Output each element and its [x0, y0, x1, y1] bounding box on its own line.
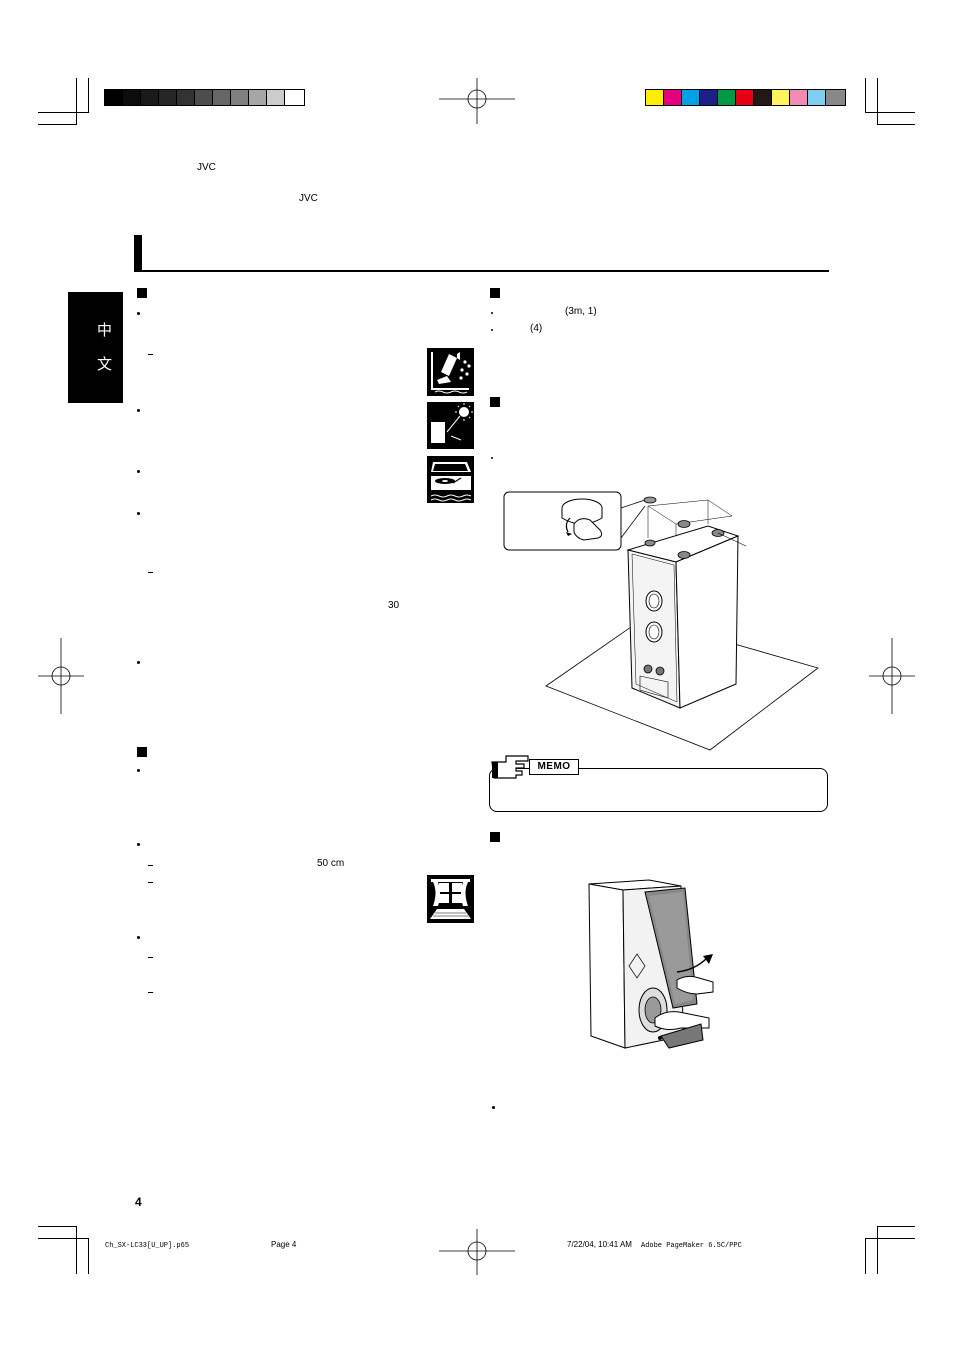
crop-mark-icon [865, 78, 866, 112]
bullet [137, 512, 140, 515]
splash-warning-icon [427, 348, 474, 396]
section-square [490, 397, 500, 407]
bullet [137, 769, 140, 772]
bullet [137, 470, 140, 473]
crop-mark-icon [865, 1238, 866, 1274]
gray-swatch [230, 89, 249, 106]
page-number: 4 [135, 1195, 142, 1209]
dash [148, 882, 153, 883]
crop-mark-icon [877, 1226, 915, 1227]
section-square [490, 288, 500, 298]
language-tab-char: 文 [97, 355, 113, 373]
small-bullet [491, 329, 493, 331]
bullet [137, 661, 140, 664]
grille-removal-illustration [588, 879, 714, 1049]
note-number: 30 [388, 600, 400, 611]
crop-mark-icon [76, 1226, 77, 1274]
color-swatch [663, 89, 682, 106]
footer-application: Adobe PageMaker 6.5C/PPC [641, 1242, 742, 1250]
crop-mark-icon [865, 112, 915, 113]
note-cable: (3m, 1) [565, 306, 597, 317]
note-distance: 50 cm [317, 858, 345, 869]
memo-box [489, 768, 828, 812]
color-swatch [645, 89, 664, 106]
pointing-hand-icon [491, 755, 529, 779]
crop-mark-icon [88, 78, 89, 112]
footer-file-name: Ch_SX-LC33[U_UP].p65 [105, 1242, 190, 1250]
gray-swatch [122, 89, 141, 106]
dash [148, 957, 153, 958]
sunlight-warning-icon [427, 402, 474, 449]
turntable-warning-icon [427, 456, 474, 503]
brand-text: JVC [197, 162, 216, 173]
registration-mark-icon [439, 78, 515, 124]
gray-swatch [104, 89, 123, 106]
bullet [137, 936, 140, 939]
brand-text: JVC [299, 193, 318, 204]
gray-swatch [284, 89, 305, 106]
crop-mark-icon [38, 1226, 76, 1227]
window-curtain-icon [427, 875, 474, 923]
color-swatch [825, 89, 846, 106]
crop-mark-icon [38, 112, 89, 113]
small-bullet [491, 312, 493, 314]
color-swatch [807, 89, 826, 106]
crop-mark-icon [38, 124, 76, 125]
dash [148, 572, 153, 573]
footer-timestamp: 7/22/04, 10:41 AM [567, 1240, 632, 1249]
crop-mark-icon [88, 1238, 89, 1274]
language-tab: 中 文 [68, 292, 123, 403]
bullet [137, 312, 140, 315]
registration-mark-icon [439, 1229, 515, 1275]
gray-swatch [194, 89, 213, 106]
crop-mark-icon [877, 78, 878, 125]
gray-swatch [158, 89, 177, 106]
color-swatch [735, 89, 754, 106]
crop-mark-icon [877, 1226, 878, 1274]
dash [148, 354, 153, 355]
memo-label: MEMO [529, 759, 579, 775]
registration-mark-icon [869, 638, 915, 714]
note-count: (4) [530, 323, 543, 334]
color-swatch [753, 89, 772, 106]
section-square [137, 288, 147, 298]
section-title-rule [134, 270, 829, 272]
dash [148, 865, 153, 866]
color-swatch [717, 89, 736, 106]
bullet [492, 1106, 495, 1109]
crop-mark-icon [865, 1238, 915, 1239]
section-square [137, 747, 147, 757]
registration-mark-icon [38, 638, 84, 714]
bullet [137, 843, 140, 846]
crop-mark-icon [76, 78, 77, 125]
footer-page-label: Page 4 [271, 1240, 297, 1249]
gray-swatch [176, 89, 195, 106]
color-swatch [681, 89, 700, 106]
speaker-feet-illustration [503, 491, 819, 751]
crop-mark-icon [877, 124, 915, 125]
gray-swatch [212, 89, 231, 106]
bullet [137, 409, 140, 412]
language-tab-char: 中 [97, 321, 113, 339]
section-title-marker [134, 235, 142, 272]
gray-swatch [266, 89, 285, 106]
dash [148, 992, 153, 993]
section-square [490, 832, 500, 842]
crop-mark-icon [38, 1238, 89, 1239]
color-swatch [789, 89, 808, 106]
gray-swatch [140, 89, 159, 106]
gray-swatch [248, 89, 267, 106]
small-bullet [491, 457, 493, 459]
color-swatch [771, 89, 790, 106]
color-swatch [699, 89, 718, 106]
